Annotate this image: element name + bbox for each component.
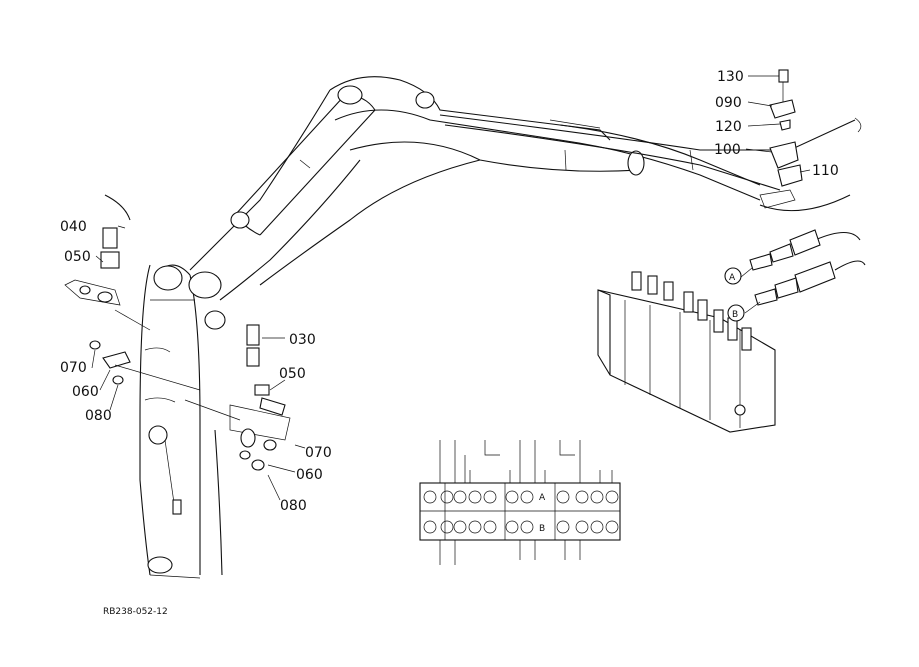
port-b-label: B (732, 310, 738, 320)
part-labels: 040 050 070 060 080 030 050 070 060 080 … (60, 69, 839, 514)
valve-schematic: A B (419, 440, 621, 565)
boom-arm (189, 76, 761, 301)
control-valve (597, 271, 776, 433)
label-050-left: 050 (64, 249, 91, 265)
left-fittings (64, 227, 201, 391)
port-a-marker (724, 267, 742, 285)
label-090: 090 (715, 95, 742, 111)
hose-connectors (749, 229, 836, 306)
label-120: 120 (715, 119, 742, 135)
clamp-assembly (759, 69, 803, 209)
schematic-circles (423, 490, 619, 534)
figure-caption: RB238-052-12 (103, 607, 168, 617)
label-110: 110 (812, 163, 839, 179)
port-labels: A B (724, 267, 745, 322)
label-080-left: 080 (85, 408, 112, 424)
label-060-left: 060 (72, 384, 99, 400)
label-040: 040 (60, 219, 87, 235)
port-a-label: A (729, 273, 736, 283)
label-050-right: 050 (279, 366, 306, 382)
arm-stick (104, 194, 226, 579)
label-060-right: 060 (296, 467, 323, 483)
label-130: 130 (717, 69, 744, 85)
label-070-right: 070 (305, 445, 332, 461)
label-100: 100 (714, 142, 741, 158)
hydraulic-hoses (439, 114, 866, 271)
schematic-label-b: B (539, 524, 545, 534)
center-fittings (184, 324, 291, 471)
leader-lines (91, 75, 811, 501)
port-b-marker (727, 304, 745, 322)
schematic-label-a: A (539, 493, 546, 503)
label-080-right: 080 (280, 498, 307, 514)
label-070-left: 070 (60, 360, 87, 376)
label-030: 030 (289, 332, 316, 348)
